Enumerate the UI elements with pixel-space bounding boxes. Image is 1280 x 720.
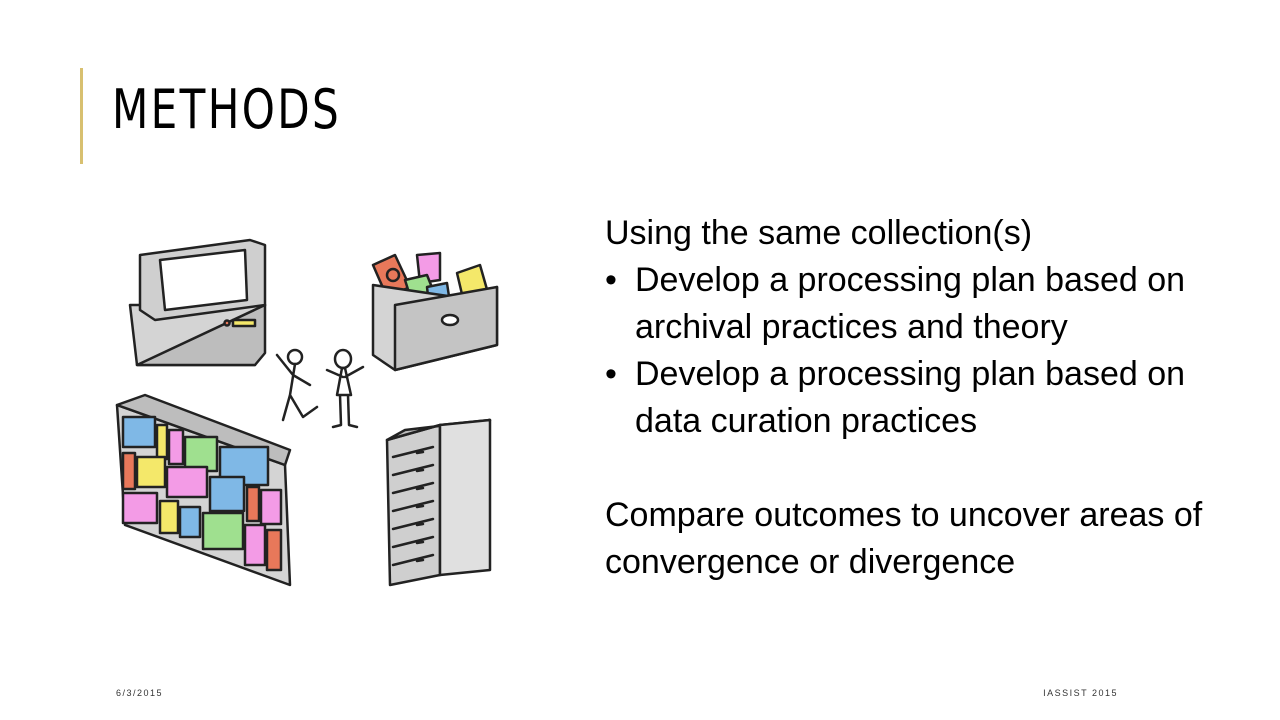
spacer xyxy=(605,445,1205,492)
footer-event: IASSIST 2015 xyxy=(1043,688,1118,698)
footer-date: 6/3/2015 xyxy=(116,688,164,698)
media-box-icon xyxy=(371,251,499,372)
conclusion-text: Compare outcomes to uncover areas of con… xyxy=(605,496,1203,581)
bullet-item: Develop a processing plan based on data … xyxy=(605,351,1205,445)
computer-icon xyxy=(128,238,267,367)
methods-text: Using the same collection(s) Develop a p… xyxy=(605,210,1205,586)
archive-illustration xyxy=(115,238,499,587)
title-accent-bar xyxy=(80,68,83,164)
page-title: METHODS xyxy=(112,78,342,141)
server-icon xyxy=(385,418,492,587)
people-icon xyxy=(275,348,365,429)
bullet-item: Develop a processing plan based on archi… xyxy=(605,257,1205,351)
intro-text: Using the same collection(s) xyxy=(605,214,1033,252)
methods-bullet-list: Develop a processing plan based on archi… xyxy=(605,257,1205,445)
bookshelf-icon xyxy=(115,393,292,587)
